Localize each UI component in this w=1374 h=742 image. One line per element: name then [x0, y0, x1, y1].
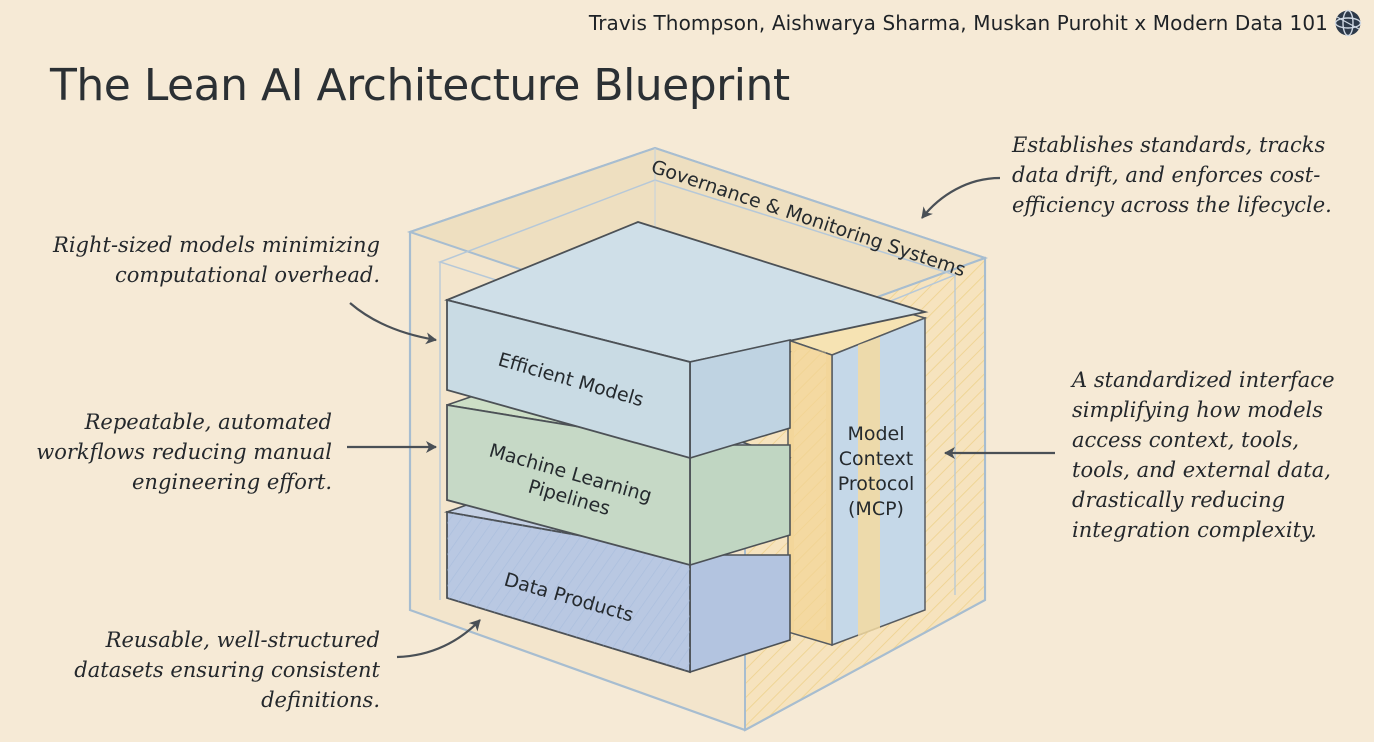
mcp-label-4: (MCP): [848, 498, 904, 520]
annotation-models: Right-sized models minimizing computatio…: [53, 233, 380, 287]
annotation-pipelines: Repeatable, automated workflows reducing…: [36, 410, 332, 494]
mcp-pillar: [785, 304, 928, 647]
page-title: The Lean AI Architecture Blueprint: [50, 60, 790, 111]
author-credit: Travis Thompson, Aishwarya Sharma, Muska…: [588, 11, 1328, 35]
annotation-mcp: A standardized interface simplifying how…: [1072, 368, 1335, 542]
arrow-governance: [921, 176, 1001, 219]
arrow-products: [396, 619, 481, 659]
arrow-models: [349, 302, 437, 345]
annotation-governance: Establishes standards, tracks data drift…: [1012, 133, 1332, 217]
globe-logo-icon: [1334, 9, 1362, 37]
mcp-label-2: Context: [839, 448, 913, 470]
mcp-label-3: Protocol: [838, 473, 915, 495]
mcp-label-1: Model: [847, 423, 904, 445]
annotation-products: Reusable, well-structured datasets ensur…: [74, 628, 380, 712]
efficient-models-layer: [444, 221, 929, 460]
